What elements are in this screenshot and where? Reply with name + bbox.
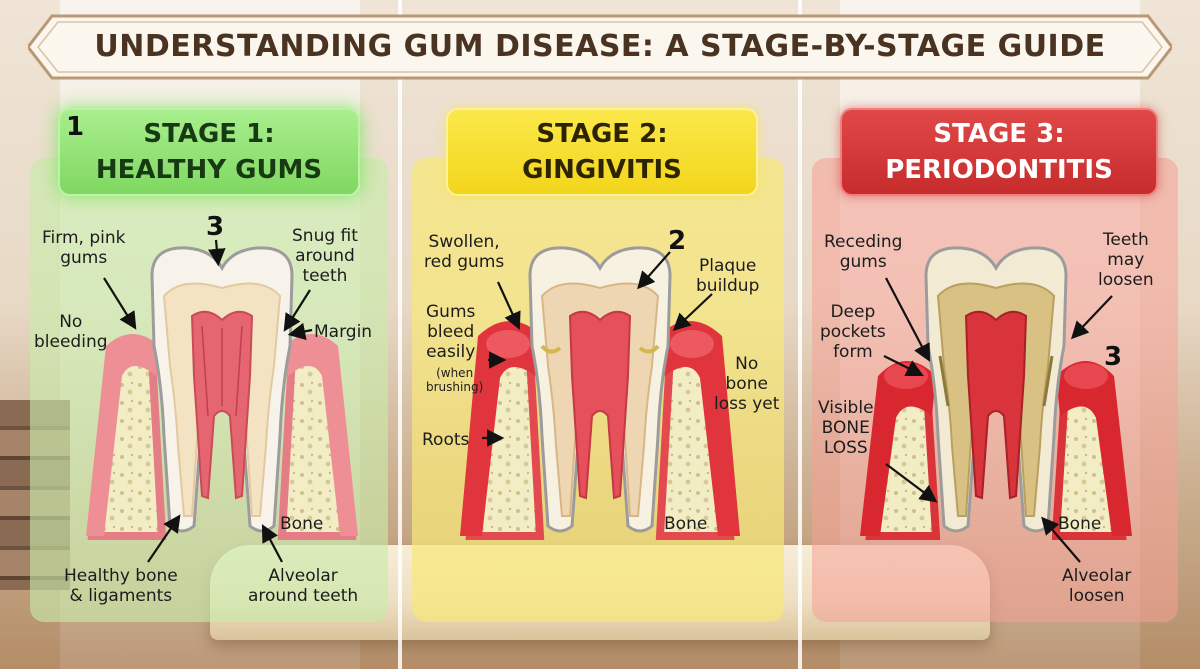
label-snug-fit: Snug fit around teeth — [292, 226, 358, 286]
stage-2-marker: 2 — [668, 226, 687, 256]
label-receding-gums: Receding gums — [824, 232, 903, 272]
label-bone-stage-1: Bone — [280, 514, 324, 534]
label-healthy-bone: Healthy bone & ligaments — [64, 566, 178, 606]
label-bone-stage-3: Bone — [1058, 514, 1102, 534]
label-swollen-red-gums: Swollen, red gums — [424, 232, 505, 272]
label-visible-bone-loss: Visible BONE LOSS — [818, 398, 874, 458]
label-deep-pockets: Deep pockets form — [820, 302, 886, 362]
page-title: UNDERSTANDING GUM DISEASE: A STAGE-BY-ST… — [94, 29, 1106, 64]
label-teeth-may-loosen: Teeth may loosen — [1098, 230, 1154, 290]
stage-2-title-line1: STAGE 2: — [536, 119, 668, 149]
label-alveolar-stage-1: Alveolar around teeth — [248, 566, 359, 606]
label-roots: Roots — [422, 430, 470, 450]
divider-right — [798, 0, 802, 669]
periodontitis-tooth-illustration — [860, 246, 1132, 540]
stage-2-header: STAGE 2: GINGIVITIS — [446, 108, 758, 196]
label-margin: Margin — [314, 322, 373, 342]
stage-3-header: STAGE 3: PERIODONTITIS — [840, 108, 1158, 196]
healthy-tooth-illustration — [86, 246, 358, 540]
stage-1-header: STAGE 1: HEALTHY GUMS — [58, 108, 360, 196]
stage-3-title-line1: STAGE 3: — [933, 119, 1065, 149]
label-firm-pink-gums: Firm, pink gums — [42, 228, 126, 268]
stage-1-title-line2: HEALTHY GUMS — [95, 155, 323, 185]
label-gums-bleed: Gums bleed easily — [426, 302, 476, 362]
stage-1-marker: 3 — [206, 212, 225, 242]
label-bone-stage-2: Bone — [664, 514, 708, 534]
stage-2-title-line2: GINGIVITIS — [522, 155, 682, 185]
label-no-bleeding: No bleeding — [34, 312, 108, 352]
gingivitis-tooth-illustration — [460, 246, 740, 540]
divider-left — [398, 0, 402, 669]
label-no-bone-loss: No bone loss yet — [714, 354, 780, 414]
label-alveolar-stage-3: Alveolar loosen — [1062, 566, 1132, 606]
title-banner: UNDERSTANDING GUM DISEASE: A STAGE-BY-ST… — [28, 12, 1172, 82]
stage-1-number: 1 — [66, 112, 85, 142]
label-when-brushing: (when brushing) — [426, 366, 484, 394]
label-plaque-buildup: Plaque buildup — [696, 256, 760, 296]
stage-3-title-line2: PERIODONTITIS — [885, 155, 1113, 185]
ribbon-shape — [28, 14, 1172, 80]
stage-3-marker: 3 — [1104, 342, 1123, 372]
stage-1-title-line1: STAGE 1: — [143, 119, 275, 149]
